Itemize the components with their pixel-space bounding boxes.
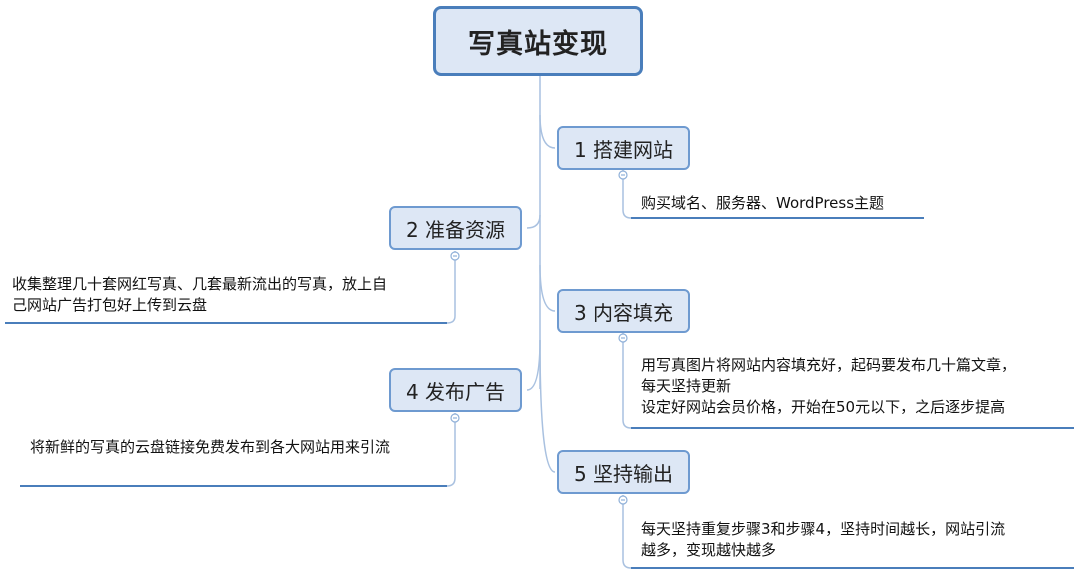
branch-3-detail-line: 用写真图片将网站内容填充好，起码要发布几十篇文章， [641,356,1017,374]
branch-2-node[interactable]: 2 准备资源 [389,206,522,250]
branch-3-detail: 用写真图片将网站内容填充好，起码要发布几十篇文章， 每天坚持更新 设定好网站会员… [641,355,1016,418]
branch-5-underline [631,567,1074,569]
branch-1-detail: 购买域名、服务器、WordPress主题 [641,193,884,214]
branch-3-detail-line: 设定好网站会员价格，开始在50元以下，之后逐步提高 [641,398,1006,416]
branch-5-detail: 每天坚持重复步骤3和步骤4，坚持时间越长，网站引流 越多，变现越快越多 [641,519,1005,561]
branch-2-detail-line: 己网站广告打包好上传到云盘 [12,296,208,314]
branch-3-underline [631,427,1074,429]
branch-2-underline [5,322,447,324]
branch-3-detail-line: 每天坚持更新 [641,377,732,395]
branch-4-detail: 将新鲜的写真的云盘链接免费发布到各大网站用来引流 [30,437,390,458]
branch-3-node[interactable]: 3 内容填充 [557,289,690,333]
branch-1-node[interactable]: 1 搭建网站 [557,126,690,170]
branch-2-detail-line: 收集整理几十套网红写真、几套最新流出的写真，放上自 [12,275,388,293]
branch-5-detail-line: 每天坚持重复步骤3和步骤4，坚持时间越长，网站引流 [641,520,1006,538]
branch-1-underline [631,217,924,219]
branch-4-detail-line: 将新鲜的写真的云盘链接免费发布到各大网站用来引流 [30,438,391,456]
branch-1-detail-line: 购买域名、服务器、WordPress主题 [641,194,885,212]
branch-5-detail-line: 越多，变现越快越多 [641,541,777,559]
root-topic[interactable]: 写真站变现 [433,6,643,76]
branch-2-detail: 收集整理几十套网红写真、几套最新流出的写真，放上自 己网站广告打包好上传到云盘 [12,274,387,316]
branch-4-node[interactable]: 4 发布广告 [389,368,522,412]
branch-5-node[interactable]: 5 坚持输出 [557,450,690,494]
branch-4-underline [20,485,447,487]
